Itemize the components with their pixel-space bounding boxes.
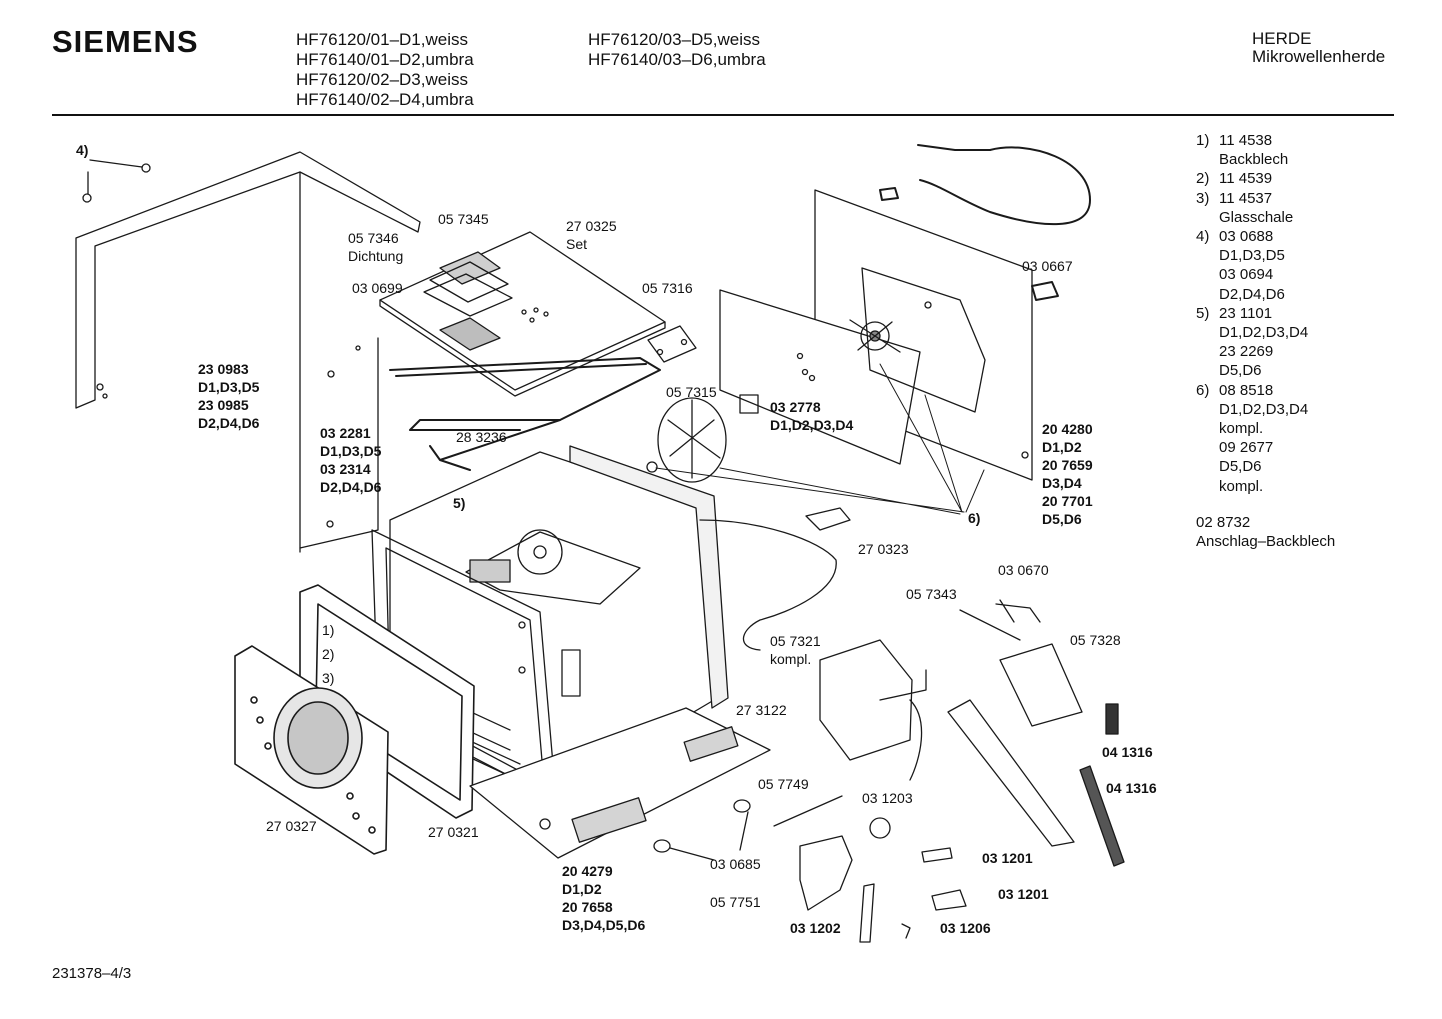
callout-270327: 27 0327 bbox=[266, 818, 317, 834]
legend-line: D5,D6 bbox=[1219, 362, 1262, 380]
category-label: HERDE bbox=[1252, 29, 1312, 48]
callout-041316-a: 04 1316 bbox=[1102, 744, 1153, 760]
callout-shelf-3: 3) bbox=[322, 670, 335, 686]
heating-element bbox=[389, 357, 661, 471]
legend-line: D1,D2,D3,D4 bbox=[1219, 400, 1309, 418]
callout-shelf-1: 1) bbox=[322, 622, 335, 638]
callout-057751: 05 7751 bbox=[710, 894, 761, 910]
callout-204280: 20 4280 D1,D2 20 7659 D3,D4 20 7701 D5,D… bbox=[1042, 421, 1093, 527]
legend-line: D1,D2,D3,D4 bbox=[1219, 324, 1309, 342]
legend-line: 03 0694 bbox=[1219, 266, 1274, 284]
legend-line: 23 1101 bbox=[1219, 304, 1273, 322]
callout-283236: 28 3236 bbox=[456, 429, 507, 445]
model-list-left: HF76120/01–D1,weiss HF76140/01–D2,umbra … bbox=[296, 30, 474, 110]
callout-204279: 20 4279 D1,D2 20 7658 D3,D4,D5,D6 bbox=[562, 863, 646, 933]
callout-screws: 4) bbox=[76, 142, 89, 158]
legend-item: 4) 03 0688 D1,D3,D5 03 0694 D2,D4,D6 bbox=[1196, 227, 1308, 304]
legend-item: 5) 23 1101 D1,D2,D3,D4 23 2269 D5,D6 bbox=[1196, 304, 1308, 381]
callout-030670: 03 0670 bbox=[998, 562, 1049, 578]
callout-057346: 05 7346 Dichtung bbox=[348, 230, 404, 264]
callout-031201-a: 03 1201 bbox=[982, 850, 1033, 866]
subcategory-label: Mikrowellenherde bbox=[1252, 47, 1386, 66]
callout-031203: 03 1203 bbox=[862, 790, 913, 806]
model-line: HF76120/01–D1,weiss bbox=[296, 30, 468, 49]
callout-030667: 03 0667 bbox=[1022, 258, 1073, 274]
callout-057749: 05 7749 bbox=[758, 776, 809, 792]
legend-line: 11 4539 bbox=[1219, 170, 1273, 188]
legend-line: 03 0688 bbox=[1219, 228, 1274, 246]
legend-line: kompl. bbox=[1219, 420, 1264, 438]
callout-032281: 03 2281 D1,D3,D5 03 2314 D2,D4,D6 bbox=[320, 425, 382, 495]
callout-057343: 05 7343 bbox=[906, 586, 957, 602]
legend-item: 1) 11 4538 Backblech bbox=[1196, 131, 1308, 169]
legend-line: 09 2677 bbox=[1219, 439, 1274, 457]
callout-270325: 27 0325 Set bbox=[566, 218, 617, 252]
parts-legend: 1) 11 4538 Backblech 2) 11 4539 3) 11 4537 … bbox=[1196, 131, 1308, 496]
legend-line: D2,D4,D6 bbox=[1219, 285, 1285, 303]
callout-057345: 05 7345 bbox=[438, 211, 489, 227]
callout-041316-b: 04 1316 bbox=[1106, 780, 1157, 796]
legend-line: Backblech bbox=[1219, 151, 1289, 169]
back-panel bbox=[719, 189, 1033, 481]
legend-num: 5) bbox=[1196, 304, 1210, 322]
callout-057316: 05 7316 bbox=[642, 280, 693, 296]
fan-blade bbox=[646, 397, 727, 483]
callout-230983: 23 0983 D1,D3,D5 23 0985 D2,D4,D6 bbox=[198, 361, 260, 431]
legend-item: 6) 08 8518 D1,D2,D3,D4 kompl. 09 2677 D5,… bbox=[1196, 381, 1308, 496]
callout-030699: 03 0699 bbox=[352, 280, 403, 296]
switch-components bbox=[773, 599, 1125, 943]
callout-031202: 03 1202 bbox=[790, 920, 841, 936]
header-rule bbox=[52, 114, 1394, 116]
legend-num: 1) bbox=[1196, 132, 1210, 149]
legend-note: 02 8732 Anschlag–Backblech bbox=[1196, 514, 1336, 550]
callout-270323: 27 0323 bbox=[858, 541, 909, 557]
legend-line: Glasschale bbox=[1219, 208, 1294, 226]
model-line: HF76140/01–D2,umbra bbox=[296, 50, 474, 69]
callout-273122: 27 3122 bbox=[736, 702, 787, 718]
door-front bbox=[234, 645, 389, 855]
legend-line: 08 8518 bbox=[1219, 381, 1274, 399]
legend-line: 11 4537 bbox=[1219, 189, 1273, 207]
callout-5: 5) bbox=[453, 495, 466, 511]
feet bbox=[653, 799, 751, 861]
callout-030685: 03 0685 bbox=[710, 856, 761, 872]
power-cord bbox=[879, 144, 1091, 301]
model-list-right: HF76120/03–D5,weiss HF76140/03–D6,umbra bbox=[588, 30, 766, 70]
leader-lines bbox=[655, 363, 985, 515]
model-line: HF76140/03–D6,umbra bbox=[588, 50, 766, 69]
legend-line: kompl. bbox=[1219, 477, 1264, 495]
legend-num: 4) bbox=[1196, 228, 1210, 246]
legend-line: 23 2269 bbox=[1219, 343, 1274, 361]
legend-line: D1,D3,D5 bbox=[1219, 247, 1285, 265]
callout-057321: 05 7321 kompl. bbox=[770, 633, 821, 667]
callout-6: 6) bbox=[968, 510, 981, 526]
legend-line: D5,D6 bbox=[1219, 458, 1262, 476]
legend-item: 2) 11 4539 bbox=[1196, 169, 1308, 188]
callout-031201-b: 03 1201 bbox=[998, 886, 1049, 902]
callout-031206: 03 1206 bbox=[940, 920, 991, 936]
brand-logo: SIEMENS bbox=[52, 24, 199, 59]
callout-057328: 05 7328 bbox=[1070, 632, 1121, 648]
legend-num: 3) bbox=[1196, 189, 1210, 207]
callout-270321: 27 0321 bbox=[428, 824, 479, 840]
top-panel bbox=[379, 231, 697, 397]
document-number: 231378–4/3 bbox=[52, 965, 132, 982]
callout-032778: 03 2778 D1,D2,D3,D4 bbox=[770, 399, 854, 433]
base-plate bbox=[469, 707, 771, 859]
screws bbox=[82, 159, 151, 203]
legend-num: 2) bbox=[1196, 170, 1210, 188]
legend-line: 11 4538 bbox=[1219, 132, 1273, 149]
model-line: HF76120/03–D5,weiss bbox=[588, 30, 760, 49]
legend-item: 3) 11 4537 Glasschale bbox=[1196, 189, 1308, 227]
outer-cover bbox=[75, 151, 421, 553]
callout-shelf-2: 2) bbox=[322, 646, 335, 662]
callout-057315: 05 7315 bbox=[666, 384, 717, 400]
model-line: HF76140/02–D4,umbra bbox=[296, 90, 474, 109]
category-block: HERDE Mikrowellenherde bbox=[1252, 30, 1385, 66]
legend-num: 6) bbox=[1196, 381, 1210, 399]
model-line: HF76120/02–D3,weiss bbox=[296, 70, 468, 89]
